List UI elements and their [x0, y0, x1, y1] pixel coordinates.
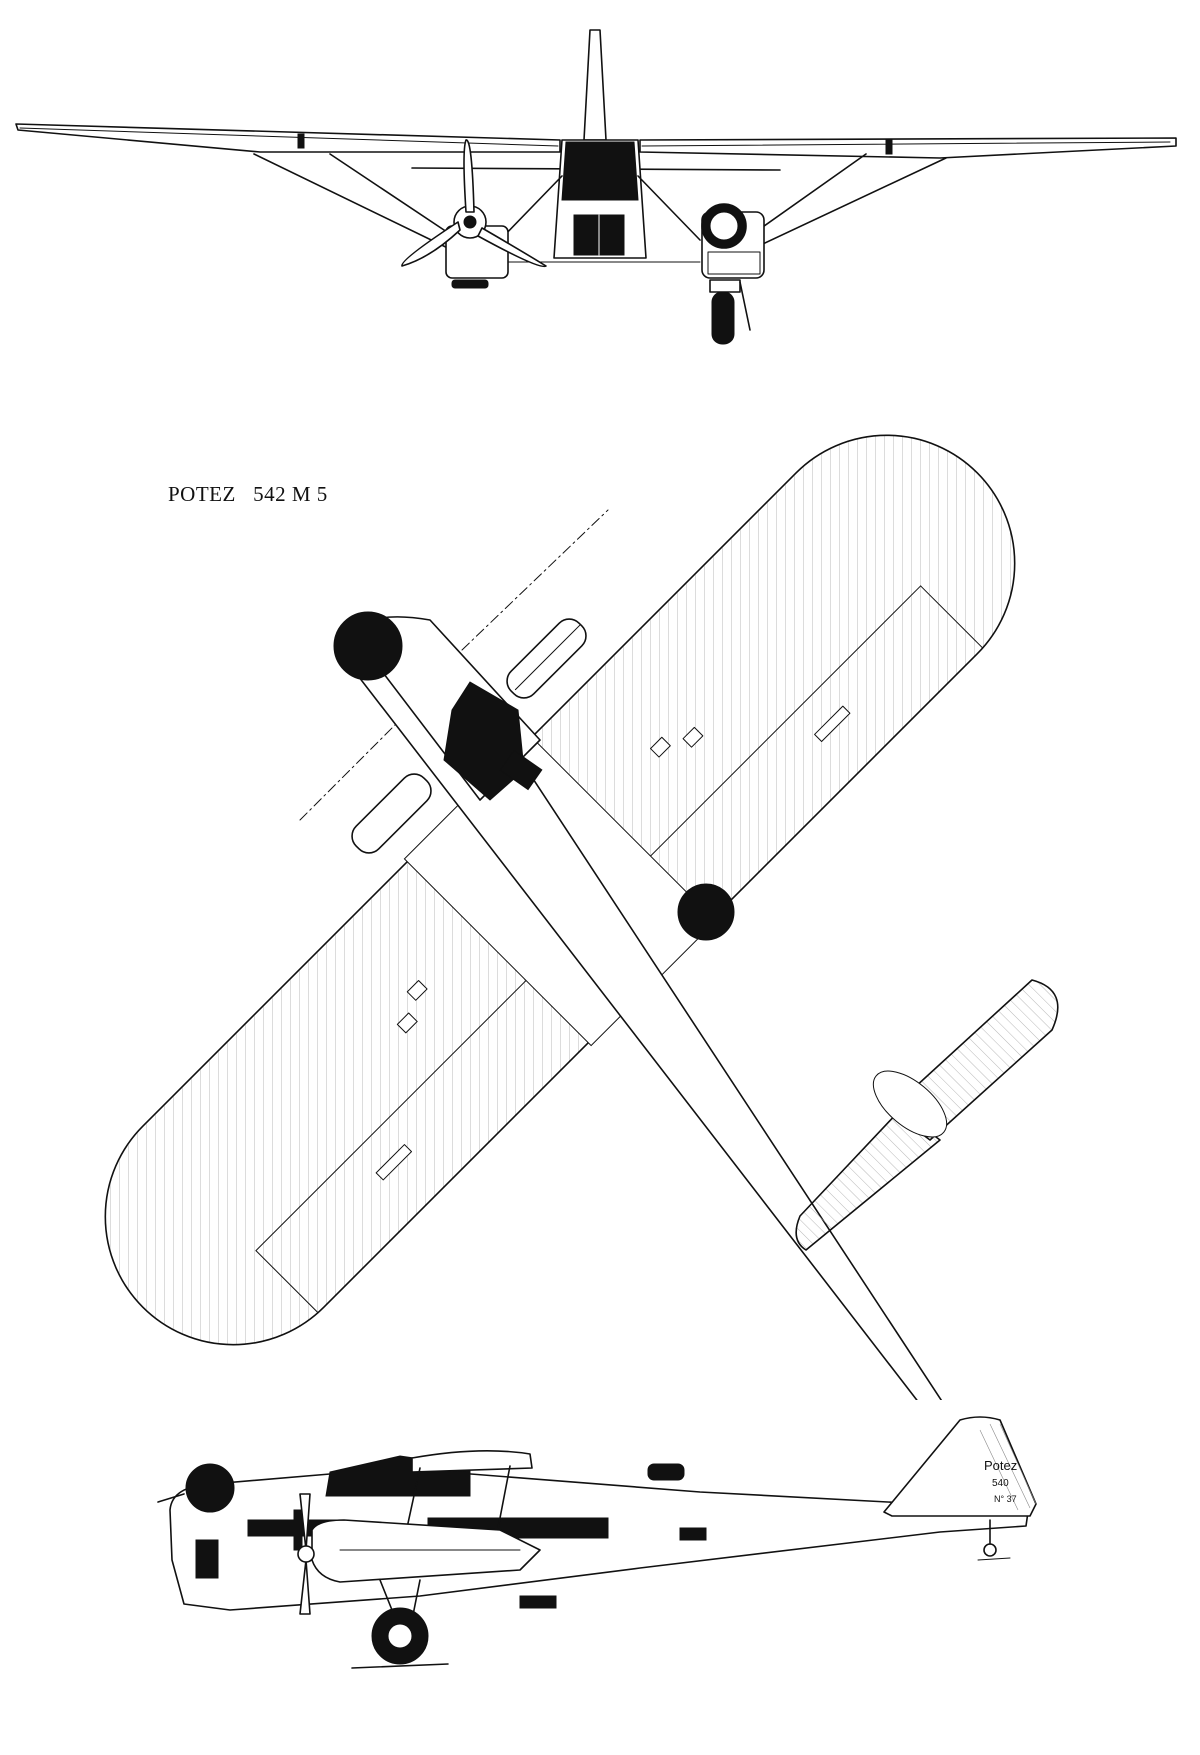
- plan-dorsal-turret: [677, 883, 735, 941]
- side-wing: [411, 1450, 533, 1473]
- plan-view: [0, 420, 1200, 1400]
- front-left-wing: [15, 123, 561, 153]
- front-right-wheel: [711, 291, 735, 345]
- side-nose-turret: [185, 1463, 235, 1513]
- plan-left-nacelle: [351, 773, 432, 854]
- fin-type-marking: 540: [992, 1478, 1009, 1489]
- plan-hatch: [499, 749, 543, 791]
- plan-nose-turret: [333, 611, 403, 681]
- side-view-drawing: Potez 540 N° 37: [157, 1416, 1037, 1669]
- side-fin: [883, 1416, 1037, 1517]
- front-left-propeller: [463, 139, 475, 213]
- front-fin: [583, 29, 607, 141]
- front-right-aileron-hinge: [885, 139, 893, 155]
- side-tail-wheel: [983, 1543, 997, 1557]
- fin-serial-marking: N° 37: [994, 1494, 1017, 1504]
- side-propeller: [299, 1493, 311, 1551]
- front-view: [0, 0, 1200, 370]
- plan-view-drawing: [104, 434, 1059, 1400]
- side-nacelle: [311, 1519, 541, 1583]
- side-rear-turret: [647, 1463, 685, 1481]
- drawing-title: POTEZ 542 M 5: [168, 482, 328, 506]
- front-cowl-dark: [561, 141, 639, 201]
- fin-brand-marking: Potez: [984, 1458, 1017, 1473]
- front-left-aileron-hinge: [297, 133, 305, 149]
- front-right-wing: [639, 137, 1177, 159]
- side-view: Potez 540 N° 37: [0, 1400, 1200, 1755]
- front-view-drawing: [15, 29, 1177, 345]
